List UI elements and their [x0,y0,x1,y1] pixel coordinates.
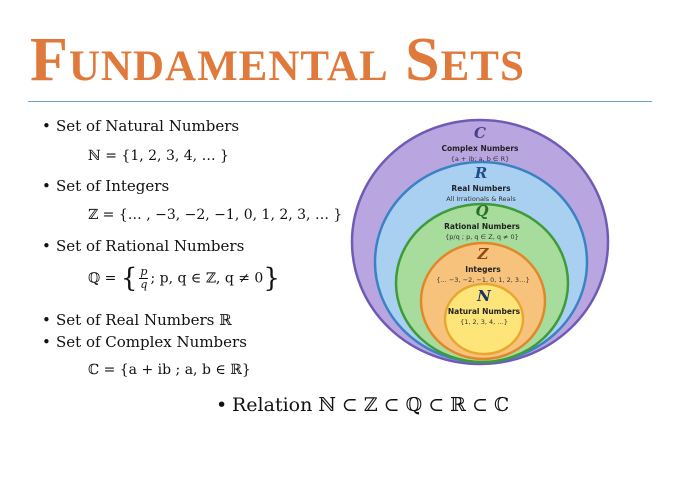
integers-set-description: {… −3, −2, −1, 0, 1, 2, 3…} [436,276,529,284]
rational-set-letter: Q [475,202,488,220]
natural-set-region [443,282,525,356]
complex-set-letter: C [474,124,486,142]
title-divider [28,101,652,102]
natural-set-description: {1, 2, 3, 4, …} [460,318,508,326]
bullet-natural: • Set of Natural Numbers [0,117,239,135]
number-sets-venn-diagram: C Complex Numbers {a + ib; a, b ∈ R}R Real … [350,118,610,366]
real-set-name: Real Numbers [451,184,511,193]
rational-open-brace: { [120,263,138,294]
real-set-letter: R [474,164,487,182]
formula-complex: ℂ = {a + ib ; a, b ∈ ℝ} [88,362,251,378]
relation-text: Relation ℕ ⊂ ℤ ⊂ ℚ ⊂ ℝ ⊂ ℂ [232,394,510,416]
page-title: Fundamental Sets [30,26,525,94]
label-real: Set of Real Numbers ℝ [56,311,232,329]
bullet-real: • Set of Real Numbers ℝ [0,311,232,329]
complex-set-description: {a + ib; a, b ∈ R} [451,155,510,163]
rational-symbol: ℚ [88,270,101,287]
bullet-dot: • [42,237,51,255]
label-natural: Set of Natural Numbers [56,117,240,135]
integers-set-letter: Z [477,245,490,263]
natural-set-letter: N [476,287,492,305]
bullet-dot: • [216,394,228,416]
natural-set-name: Natural Numbers [448,307,521,316]
real-set-description: All Irrationals & Reals [446,195,516,203]
label-complex: Set of Complex Numbers [56,333,247,351]
bullet-rational: • Set of Rational Numbers [0,237,244,255]
complex-set-name: Complex Numbers [442,144,520,153]
rational-set-description: {p/q ; p, q ∈ Z, q ≠ 0} [445,233,519,241]
relation-line: •Relation ℕ ⊂ ℤ ⊂ ℚ ⊂ ℝ ⊂ ℂ [216,394,509,416]
bullet-dot: • [42,117,51,135]
formula-integers: ℤ = {… , −3, −2, −1, 0, 1, 2, 3, … } [88,207,343,223]
bullet-integers: • Set of Integers [0,177,169,195]
bullet-dot: • [42,311,51,329]
fraction-numerator: p [139,265,149,279]
rational-set-name: Rational Numbers [444,222,520,231]
integers-set-name: Integers [465,265,501,274]
fraction-denominator: q [140,278,148,291]
rational-close-brace: } [263,263,280,294]
label-integers: Set of Integers [56,177,170,195]
bullet-complex: • Set of Complex Numbers [0,333,247,351]
label-rational: Set of Rational Numbers [56,237,245,255]
rational-condition: ; p, q ∈ ℤ, q ≠ 0 [150,270,264,287]
rational-equals: = [104,270,117,287]
bullet-dot: • [42,333,51,351]
bullet-dot: • [42,177,51,195]
formula-natural: ℕ = {1, 2, 3, 4, … } [88,148,229,164]
